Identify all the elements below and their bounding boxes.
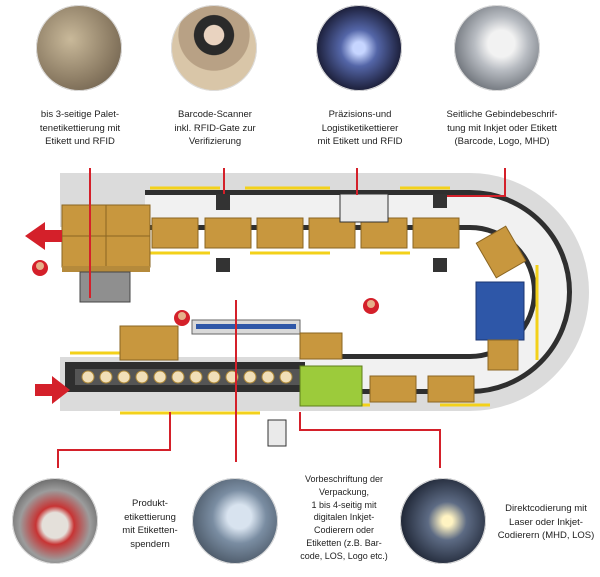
caption-packaging-preprint: Vorbeschriftung der Verpackung, 1 bis 4-… <box>290 473 398 563</box>
product-packs-right <box>369 339 519 403</box>
pallet-labeling-photo <box>36 5 122 91</box>
caption-precision-labeler: Präzisions-und Logistiketikettierer mit … <box>304 108 416 149</box>
label-printer-machine <box>339 193 389 223</box>
scanners <box>216 194 447 447</box>
caption-line: Verifizierung <box>188 136 242 147</box>
caption-line: (Barcode, Logo, MHD) <box>454 136 550 147</box>
worker-left <box>32 260 48 276</box>
caption-line: bis 3-seitige Palet- <box>40 109 120 120</box>
caption-line: digitalen Inkjet- <box>313 512 375 523</box>
caption-line: Barcode-Scanner <box>178 109 252 120</box>
caption-barcode-scanner: Barcode-Scanner inkl. RFID-Gate zur Veri… <box>160 108 270 149</box>
middle-station <box>119 319 343 361</box>
barcode-scanner-photo <box>171 5 257 91</box>
products-input-conveyor <box>81 370 293 384</box>
caption-line: tenetikettierung mit <box>39 122 121 134</box>
caption-line: tung mit Inkjet oder Etikett <box>447 122 557 134</box>
caption-line: Etiketten (z.B. Bar- <box>306 537 382 548</box>
caption-line: inkl. RFID-Gate zur <box>174 122 256 134</box>
caption-line: Produkt- <box>132 498 168 509</box>
label-printer-photo <box>316 5 402 91</box>
pallet-stack <box>61 204 151 272</box>
boxes-upper-conveyor <box>151 217 527 279</box>
callout-lines <box>57 168 506 468</box>
caption-direct-coding: Direktcodierung mit Laser oder Inkjet- C… <box>494 502 598 543</box>
pallet-labeler-machine <box>79 271 131 303</box>
caption-line: 1 bis 4-seitig mit <box>311 499 377 510</box>
caption-line: Etikett und RFID <box>45 136 115 147</box>
caption-line: Codierern oder <box>313 525 375 536</box>
inkjet-coder-photo <box>454 5 540 91</box>
caption-side-marking: Seitliche Gebindebeschrif- tung mit Inkj… <box>432 108 572 149</box>
laser-coding-photo <box>400 478 486 564</box>
caption-line: mit Etikett und RFID <box>317 136 403 147</box>
caption-pallet-labeling: bis 3-seitige Palet- tenetikettierung mi… <box>24 108 136 149</box>
caption-line: Direktcodierung mit <box>505 503 587 514</box>
product-labeling-photo <box>12 478 98 564</box>
worker-right <box>363 298 379 314</box>
packaging-coding-photo <box>192 478 278 564</box>
caption-line: Vorbeschriftung der <box>304 474 384 484</box>
output-arrow <box>25 222 62 250</box>
caption-line: spendern <box>130 538 170 550</box>
input-conveyor-inner <box>75 369 300 385</box>
caption-line: Seitliche Gebindebeschrif- <box>446 109 558 120</box>
caption-line: Codierern (MHD, LOS) <box>497 530 595 541</box>
coding-machine <box>299 365 363 407</box>
caption-line: Verpackung, <box>318 486 370 497</box>
caption-line: Logistiketikettierer <box>321 122 399 134</box>
caption-product-labeling: Produkt- etikettierung mit Etiketten- sp… <box>112 497 188 551</box>
caption-line: etikettierung <box>124 511 176 523</box>
caption-line: Präzisions-und <box>328 109 392 120</box>
caption-line: Laser oder Inkjet- <box>509 516 583 528</box>
input-arrow <box>35 376 70 404</box>
caption-line: code, LOS, Logo etc.) <box>300 550 388 561</box>
worker-middle <box>174 310 190 326</box>
shrink-wrapper <box>475 281 525 341</box>
caption-line: mit Etiketten- <box>122 525 178 536</box>
